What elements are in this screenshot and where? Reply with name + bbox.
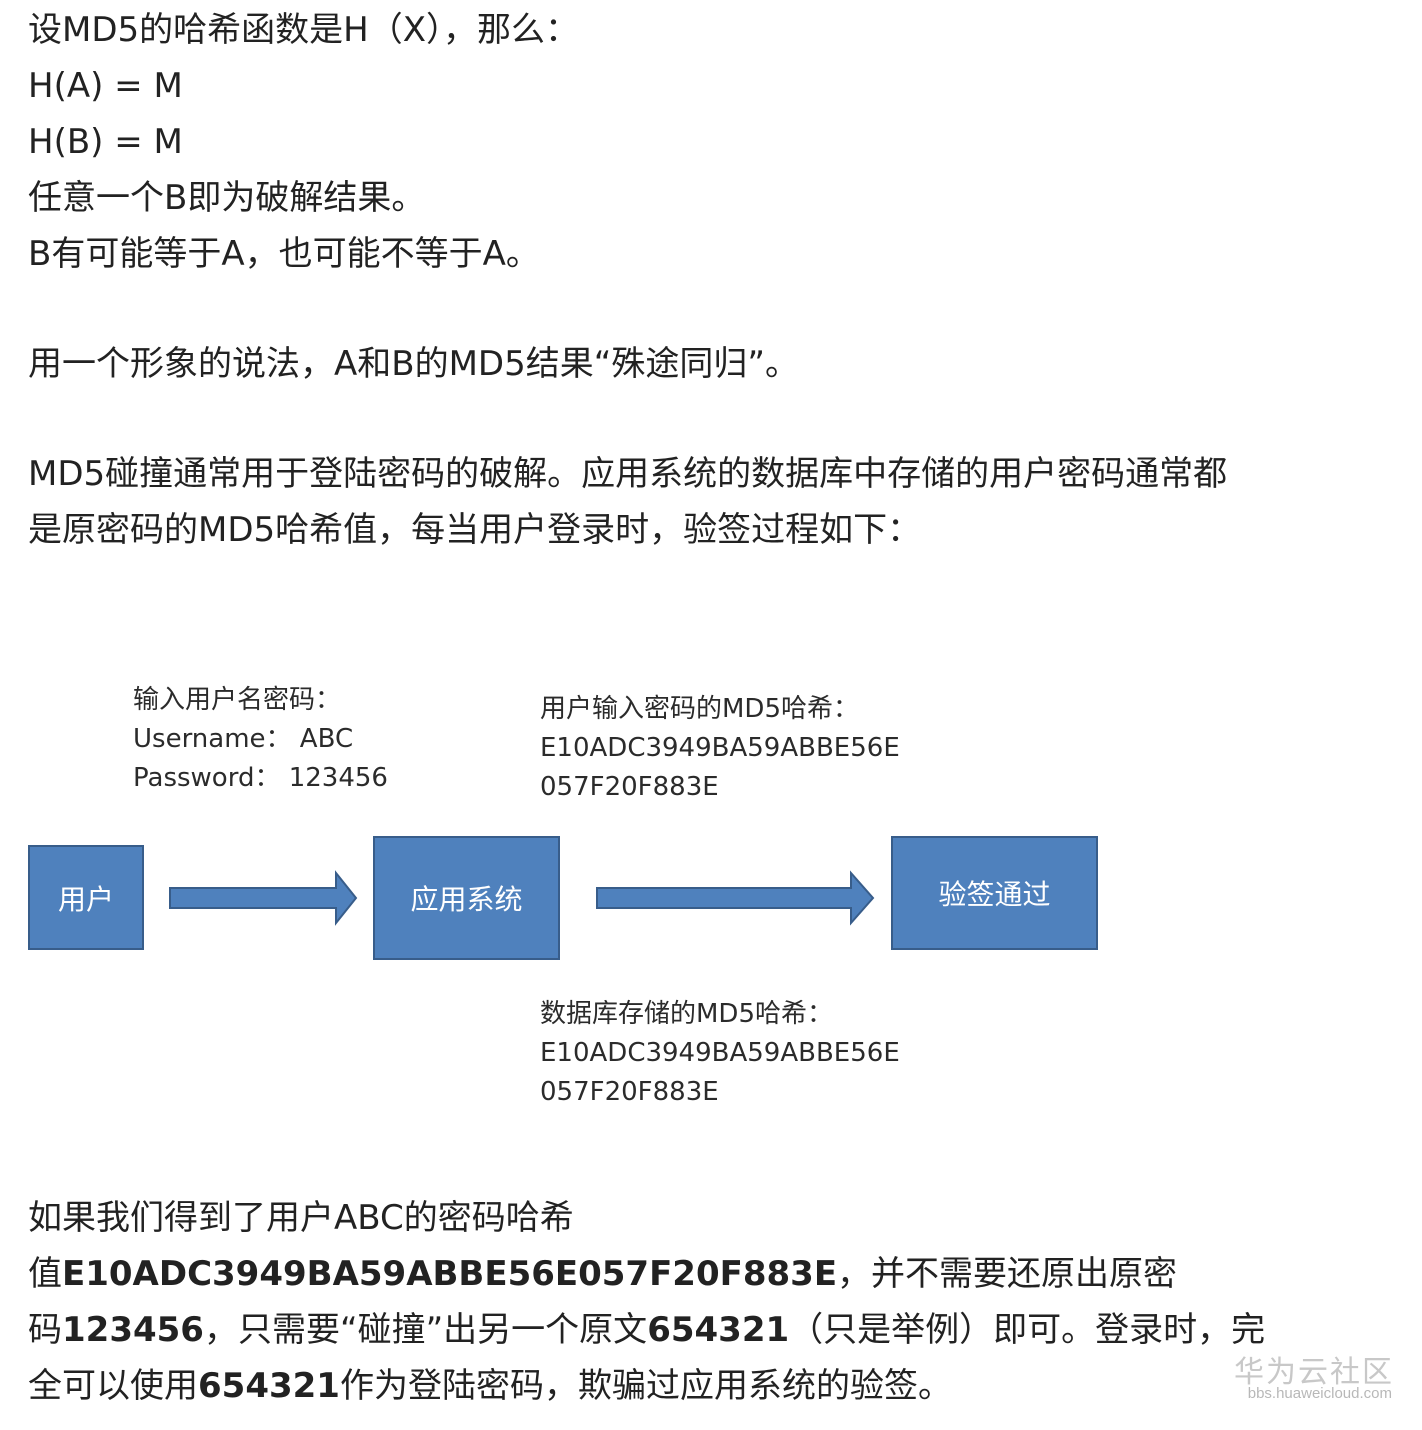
conclusion-text: 值 (28, 1254, 62, 1294)
intro-line-4: 任意一个B即为破解结果。 (28, 178, 426, 218)
conclusion-line-2: 值E10ADC3949BA59ABBE56E057F20F883E，并不需要还原… (28, 1246, 1177, 1302)
conclusion-text: 码 (28, 1310, 62, 1350)
db-hash-line-2: 057F20F883E (540, 1077, 719, 1107)
db-hash-line-1: E10ADC3949BA59ABBE56E (540, 1038, 900, 1068)
input-title: 输入用户名密码： (133, 685, 342, 715)
intro-line-1: 设MD5的哈希函数是H（X），那么： (28, 10, 580, 50)
user-hash-line-2: 057F20F883E (540, 772, 719, 802)
arrow-right-icon (169, 870, 358, 926)
hash-value: E10ADC3949BA59ABBE56E057F20F883E (62, 1254, 838, 1294)
watermark-logo-text: 华为云社区 (1234, 1355, 1394, 1390)
application-system-box: 应用系统 (373, 836, 560, 960)
metaphor-paragraph: 用一个形象的说法，A和B的MD5结果“殊途同归”。 (28, 344, 799, 384)
user-box: 用户 (28, 845, 144, 950)
conclusion-text: 作为登陆密码，欺骗过应用系统的验签。 (339, 1366, 952, 1406)
intro-line-2: H(A) = M (28, 66, 183, 106)
original-password: 123456 (62, 1310, 204, 1350)
intro-line-5: B有可能等于A，也可能不等于A。 (28, 234, 540, 274)
conclusion-text: （只是举例）即可。登录时，完 (789, 1310, 1266, 1350)
verification-passed-box: 验签通过 (891, 836, 1098, 950)
collision-password: 654321 (198, 1366, 340, 1406)
intro-line-3: H(B) = M (28, 122, 183, 162)
password-label: Password： 123456 (133, 763, 388, 793)
arrow-right-icon (596, 870, 875, 926)
conclusion-text: ，只需要“碰撞”出另一个原文 (203, 1310, 648, 1350)
watermark-url: bbs.huaweicloud.com (1247, 1385, 1392, 1402)
user-hash-title: 用户输入密码的MD5哈希： (540, 694, 859, 724)
conclusion-text: 全可以使用 (28, 1366, 198, 1406)
usage-line-1: MD5碰撞通常用于登陆密码的破解。应用系统的数据库中存储的用户密码通常都 (28, 454, 1228, 494)
conclusion-line-1: 如果我们得到了用户ABC的密码哈希 (28, 1190, 574, 1246)
verification-passed-label: 验签通过 (938, 878, 1051, 911)
conclusion-line-4: 全可以使用654321作为登陆密码，欺骗过应用系统的验签。 (28, 1358, 952, 1414)
application-system-label: 应用系统 (410, 883, 523, 916)
usage-line-2: 是原密码的MD5哈希值，每当用户登录时，验签过程如下： (28, 510, 922, 550)
user-box-label: 用户 (57, 882, 114, 916)
conclusion-line-3: 码123456，只需要“碰撞”出另一个原文654321（只是举例）即可。登录时，… (28, 1302, 1265, 1358)
username-label: Username： ABC (133, 724, 354, 754)
user-hash-line-1: E10ADC3949BA59ABBE56E (540, 733, 900, 763)
conclusion-text: ，并不需要还原出原密 (837, 1254, 1178, 1294)
collision-password: 654321 (647, 1310, 790, 1350)
db-hash-title: 数据库存储的MD5哈希： (540, 999, 833, 1029)
conclusion-text: 如果我们得到了用户ABC的密码哈希 (28, 1198, 574, 1238)
